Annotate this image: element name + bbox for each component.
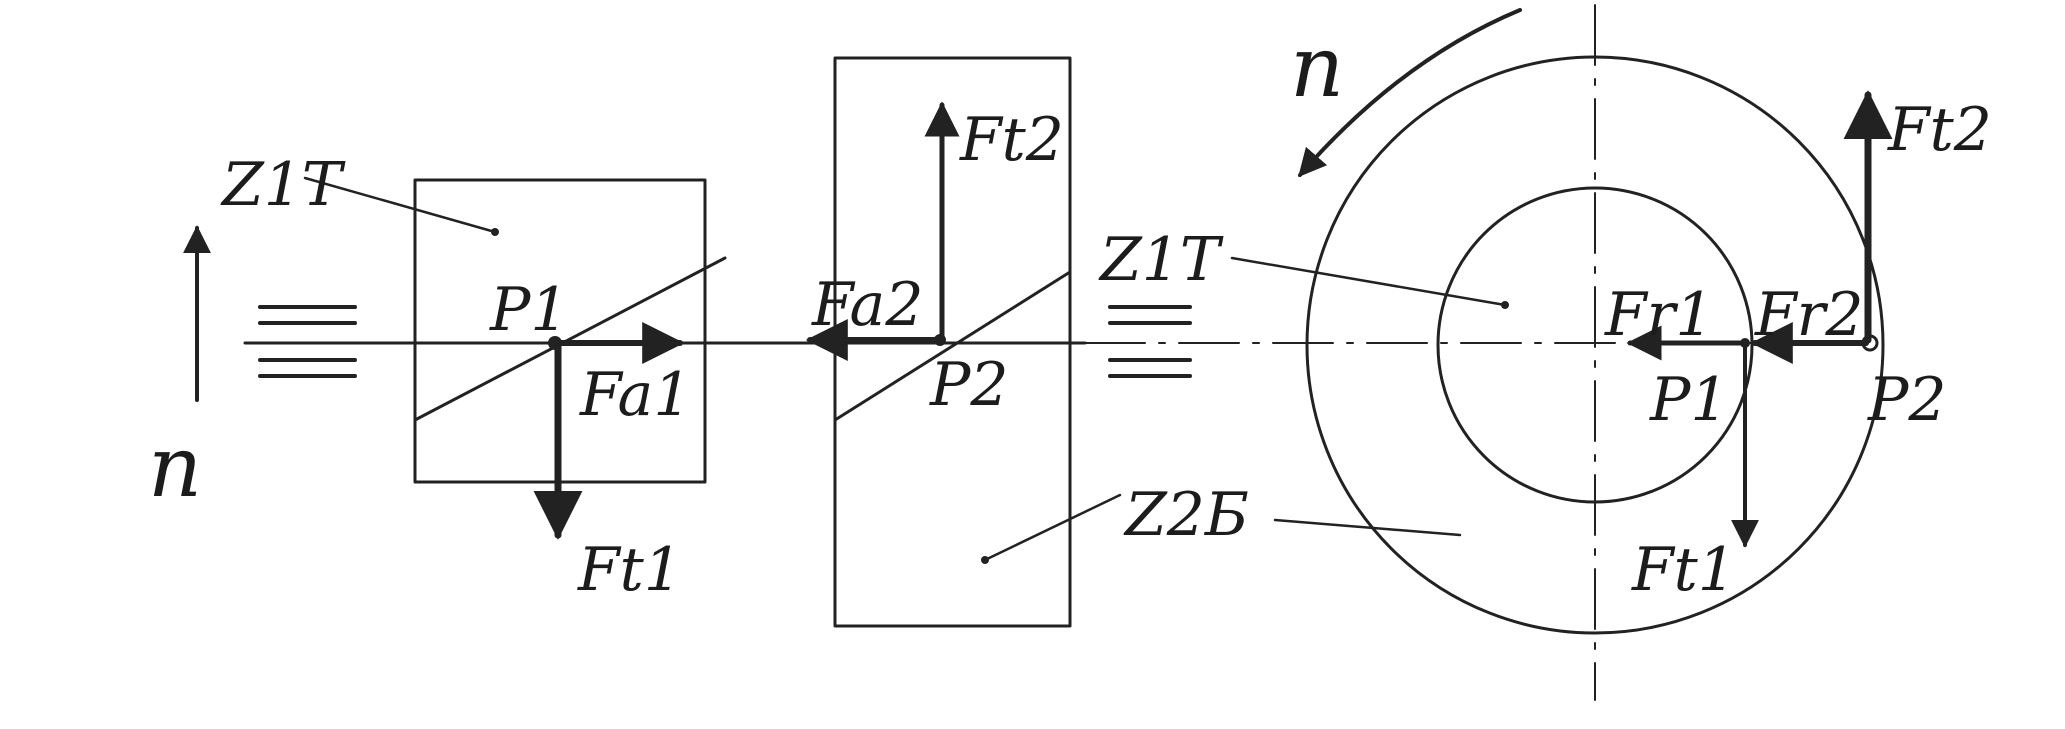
left-bearing-marks <box>258 305 357 378</box>
right-bearing-marks <box>1108 305 1192 378</box>
label-ft2-right: Ft2 <box>1888 95 1992 165</box>
label-z1t-left: Z1T <box>222 150 342 220</box>
z2b-right-leader <box>1273 518 1462 537</box>
label-p2-right: P2 <box>1868 365 1947 435</box>
rotation-arrow-right <box>1298 8 1522 178</box>
label-fr2: Fr2 <box>1755 280 1864 350</box>
label-p1-left: P1 <box>490 275 569 345</box>
label-p2-mid: P2 <box>930 350 1009 420</box>
label-fa2: Fa2 <box>812 270 924 340</box>
label-fr1: Fr1 <box>1605 280 1714 350</box>
label-p1-right: P1 <box>1650 365 1729 435</box>
label-n-left: n <box>148 418 203 516</box>
label-z2b: Z2Б <box>1125 480 1249 550</box>
label-ft1-right: Ft1 <box>1632 535 1736 605</box>
z1t-right-leader <box>1230 256 1507 307</box>
label-fa1: Fa1 <box>580 360 692 430</box>
z1t-left-leader <box>303 176 497 234</box>
label-ft2-mid: Ft2 <box>960 105 1064 175</box>
z2b-leader <box>983 493 1122 562</box>
wheel-helix-line <box>833 270 1072 422</box>
pinion-helix-line <box>413 256 727 422</box>
label-n-right: n <box>1290 18 1345 116</box>
label-z1t-right: Z1T <box>1100 225 1220 295</box>
label-ft1-left: Ft1 <box>578 535 682 605</box>
